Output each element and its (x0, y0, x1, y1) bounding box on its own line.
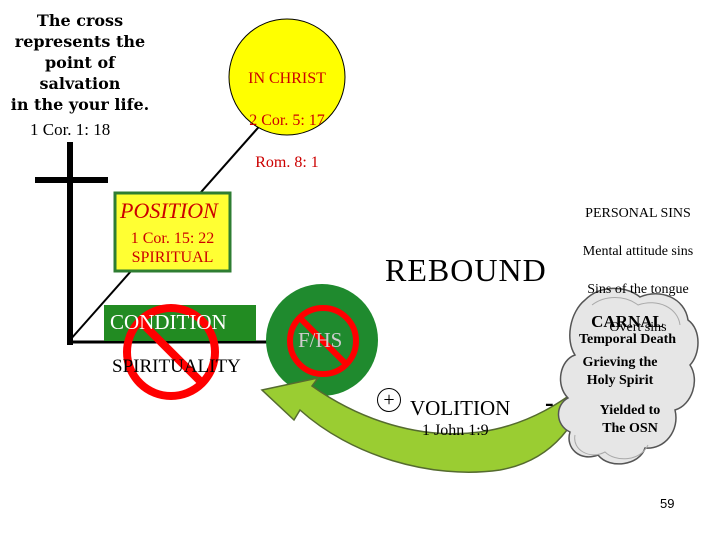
volition-minus: - (545, 388, 554, 417)
personal-sins-item: Overt sins (609, 320, 667, 335)
in-christ-text: IN CHRIST 2 Cor. 5: 17 Rom. 8: 1 (229, 47, 345, 194)
prohibition-condition-icon (123, 304, 219, 400)
position-label: SPIRITUAL (131, 249, 214, 266)
personal-sins-list: PERSONAL SINS Mental attitude sins Sins … (563, 185, 713, 356)
carnal-item-yielded: Yielded to The OSN (599, 403, 661, 436)
prohibition-fhs-icon (287, 305, 359, 377)
cross-reference: 1 Cor. 1: 18 (30, 120, 111, 139)
condition-title: CONDITION (110, 310, 227, 334)
position-ref: 1 Cor. 15: 22 (130, 230, 215, 247)
cross-icon (35, 142, 108, 345)
carnal-title: CARNAL (591, 312, 664, 331)
personal-sins-item: Sins of the tongue (587, 282, 689, 297)
carnal-item-grieving: Grieving the Holy Spirit (582, 355, 658, 388)
volition-plus: + (377, 388, 401, 412)
fhs-label: F/HS (298, 328, 343, 352)
condition-label: SPIRITUALITY (112, 356, 241, 377)
in-christ-circle (228, 18, 346, 136)
volition-label: VOLITION (410, 396, 511, 420)
personal-sins-title: PERSONAL SINS (585, 206, 691, 221)
rebound-label: REBOUND (385, 252, 547, 288)
cross-note: The cross represents the point of salvat… (10, 11, 150, 114)
personal-sins-item: Mental attitude sins (582, 244, 694, 259)
in-christ-title: IN CHRIST (248, 70, 326, 87)
position-box (113, 191, 232, 273)
volition-ref: 1 John 1:9 (422, 422, 489, 439)
carnal-item-temporal-death: Temporal Death (578, 332, 677, 347)
in-christ-ref2: Rom. 8: 1 (255, 154, 319, 171)
carnal-cloud (557, 287, 699, 465)
page-number: 59 (660, 496, 675, 511)
position-title: POSITION (120, 198, 218, 223)
in-christ-ref1: 2 Cor. 5: 17 (249, 112, 325, 129)
